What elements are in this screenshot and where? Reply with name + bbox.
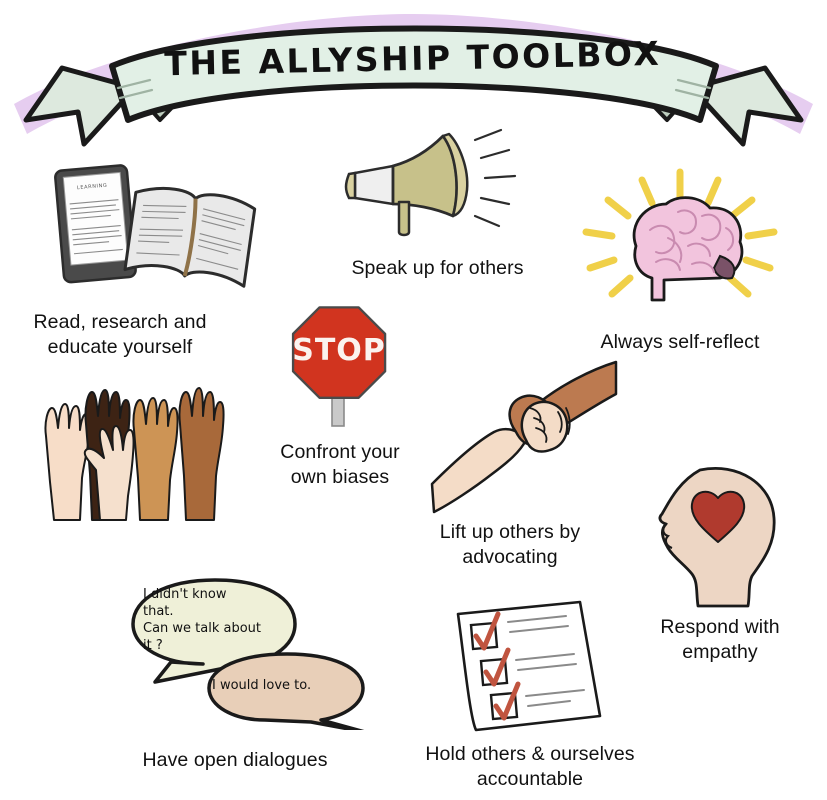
hand-tone-4: [132, 397, 179, 521]
caption-line: Lift up others by: [439, 521, 581, 543]
speech-bubble-two: [207, 652, 365, 730]
caption-read-research: Read, research and educate yourself: [10, 310, 230, 360]
caption-line: Have open dialogues: [142, 749, 328, 771]
banner-crease-marks: [116, 78, 712, 100]
megaphone-grip: [397, 200, 411, 237]
caption-line: educate yourself: [47, 336, 193, 358]
bubble-line: I didn't know: [143, 587, 227, 602]
brain-body: [632, 196, 744, 302]
caption-line: Hold others & ourselves: [425, 743, 635, 765]
caption-respond-empathy: Respond with empathy: [630, 615, 810, 665]
caption-self-reflect: Always self-reflect: [560, 330, 800, 355]
checklist-text-lines: [507, 615, 585, 707]
check-marks: [473, 611, 521, 721]
megaphone-back-rim: [344, 171, 357, 200]
checklist-icon: [456, 600, 602, 732]
megaphone-icon: [344, 128, 517, 237]
speech-bubble-two-text: I would love to.: [212, 677, 362, 694]
stop-sign-icon: STOP: [291, 306, 387, 427]
caption-confront-biases: Confront your own biases: [255, 440, 425, 490]
brain-rays: [582, 168, 778, 298]
cerebellum: [712, 254, 736, 280]
hand-tone-3: [83, 425, 135, 521]
caption-accountability: Hold others & ourselves accountable: [390, 742, 670, 792]
ereader-and-open-book-icon: LEARNING: [54, 164, 257, 288]
book-spine: [182, 198, 198, 277]
megaphone-bell-rim: [441, 132, 469, 218]
bubble-line: I would love to.: [212, 678, 312, 693]
ereader-screen: [62, 171, 129, 266]
nose-lips-profile: [658, 513, 673, 550]
caption-open-dialogues: Have open dialogues: [110, 748, 360, 773]
caption-speak-up: Speak up for others: [320, 256, 555, 281]
finger-lines: [529, 407, 571, 443]
checklist-page: [456, 600, 602, 732]
sound-wave-lines: [473, 128, 517, 228]
caption-lift-up-others: Lift up others by advocating: [390, 520, 630, 570]
clasped-arms-icon: [430, 360, 618, 514]
open-book-pages: [123, 186, 257, 288]
brain-with-rays-icon: [582, 168, 778, 302]
bubble-line: that.: [143, 604, 174, 619]
bubble-line: it ?: [143, 638, 163, 653]
caption-line: accountable: [476, 768, 584, 790]
caption-line: empathy: [682, 641, 758, 663]
speech-bubbles-icon: [131, 578, 365, 730]
megaphone-handle-band: [353, 164, 395, 206]
head-with-heart-icon: [658, 467, 776, 608]
bubble-line: Can we talk about: [143, 621, 262, 636]
arm-lower-left: [430, 428, 528, 514]
caption-line: advocating: [462, 546, 558, 568]
caption-line: Confront your: [280, 441, 400, 463]
book-text-lines: [136, 204, 246, 270]
hand-tone-5: [178, 387, 225, 521]
ereader-text-lines: [69, 199, 123, 255]
heart-icon: [690, 490, 746, 543]
caption-line: own biases: [290, 466, 390, 488]
banner-ribbon: [109, 25, 719, 123]
hand-tone-1: [44, 403, 91, 521]
title-banner: THE ALLYSHIP TOOLBOX: [14, 14, 813, 147]
brain-folds: [649, 209, 734, 273]
caption-line: Respond with: [660, 616, 780, 638]
caption-line: Speak up for others: [351, 257, 524, 279]
raised-hands-icon: [44, 387, 225, 521]
speech-bubble-one-text: I didn't know that. Can we talk about it…: [143, 586, 273, 654]
stop-sign-plate: [291, 306, 387, 400]
stop-sign-text: STOP: [292, 333, 386, 368]
caption-line: Always self-reflect: [600, 331, 760, 353]
ereader-screen-heading: LEARNING: [77, 183, 108, 192]
caption-line: Read, research and: [33, 311, 207, 333]
